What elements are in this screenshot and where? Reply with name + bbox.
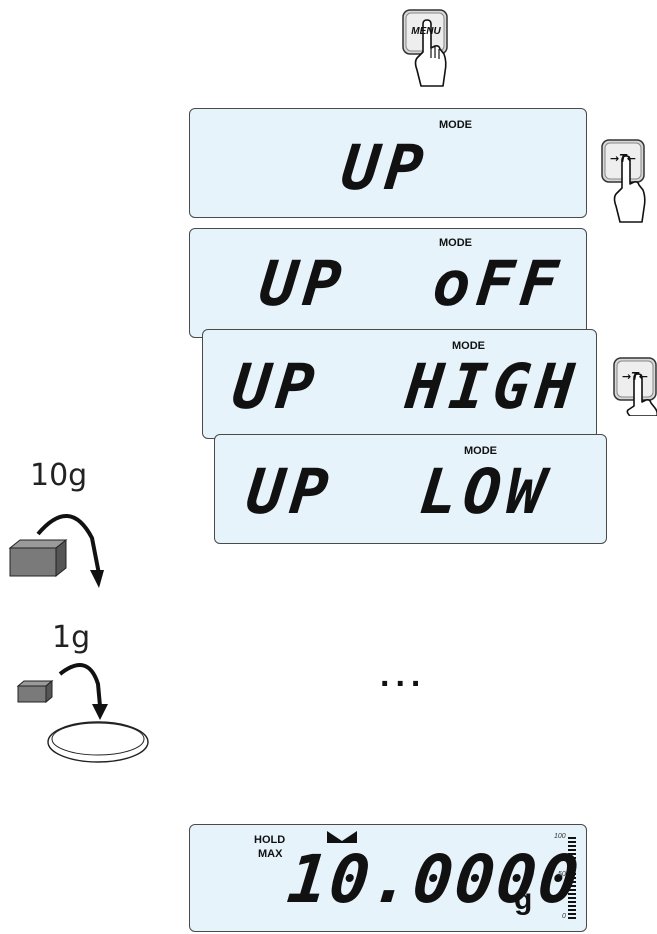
lcd-display-4: MODE UP LOW [214, 434, 607, 544]
bargraph-label-mid: 50 [558, 871, 566, 878]
hold-label: HOLD [254, 834, 286, 846]
lcd-display-final: HOLD MAX 10.0000 g 100 50 0 [189, 824, 587, 932]
weight-label-10g: 10g [30, 458, 88, 493]
lcd-display-2: MODE UP oFF [189, 228, 587, 338]
bargraph-label-top: 100 [554, 833, 566, 840]
weight-reading: 10.0000 [283, 841, 585, 918]
menu-key-icon [402, 9, 448, 87]
bargraph-label-bottom: 0 [562, 913, 566, 920]
menu-key[interactable]: MENU [401, 6, 451, 92]
mode-label: MODE [439, 237, 472, 249]
mode-label: MODE [452, 340, 485, 352]
large-weight-icon [8, 514, 104, 588]
display-text: UP oFF [256, 247, 568, 320]
mode-label: MODE [464, 445, 497, 457]
tare-key-icon [613, 357, 657, 416]
display-text: UP HIGH [229, 350, 584, 423]
tare-key-label: →T← [610, 152, 636, 165]
menu-key-label: MENU [411, 26, 441, 37]
capacity-bargraph [568, 837, 576, 921]
tare-key-2[interactable]: →T← [612, 356, 657, 416]
tare-key-icon [601, 139, 646, 223]
weight-label-1g: 1g [52, 620, 91, 655]
display-text: UP [338, 131, 433, 204]
unit-label: g [514, 883, 533, 916]
max-label: MAX [258, 848, 283, 860]
mode-label: MODE [439, 119, 472, 131]
tare-key-label: →T← [622, 370, 648, 383]
lcd-display-3: MODE UP HIGH [202, 329, 597, 439]
stability-indicator-icon [327, 831, 357, 843]
small-weight-icon [16, 663, 149, 763]
display-text: UP LOW [243, 455, 555, 528]
tare-key-1[interactable]: →T← [600, 138, 650, 228]
lcd-display-1: MODE UP [189, 108, 587, 218]
ellipsis: ... [380, 656, 427, 694]
